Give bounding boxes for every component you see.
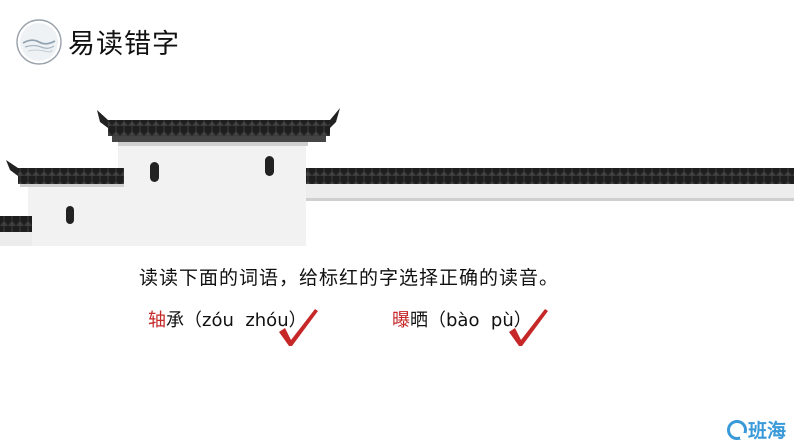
chinese-wall-ink-icon <box>0 108 794 246</box>
pinyin-option[interactable]: pù <box>490 310 514 331</box>
landscape-circle-icon <box>16 19 62 65</box>
brand-logo-icon <box>726 419 747 440</box>
instruction-text: 读读下面的词语，给标红的字选择正确的读音。 <box>139 267 560 289</box>
brand-text: 班海 <box>747 420 786 442</box>
highlighted-char: 曝 <box>392 310 410 331</box>
brand-logo: 班海 <box>726 416 786 443</box>
close-paren: ） <box>513 310 532 331</box>
title-logo <box>14 17 64 67</box>
open-paren: （ <box>428 310 446 331</box>
word-rest: 晒 <box>410 310 428 331</box>
pinyin-option[interactable]: zhóu <box>245 310 289 331</box>
word-item: 曝晒（bào pù） <box>392 306 532 332</box>
page-title: 易读错字 <box>68 29 180 60</box>
checkmark-icon <box>279 309 318 346</box>
pinyin-option[interactable]: zóu <box>202 310 234 331</box>
highlighted-char: 轴 <box>148 310 166 331</box>
checkmark-icon <box>509 309 548 346</box>
open-paren: （ <box>184 310 202 331</box>
pinyin-option[interactable]: bào <box>446 310 480 331</box>
word-rest: 承 <box>166 310 184 331</box>
